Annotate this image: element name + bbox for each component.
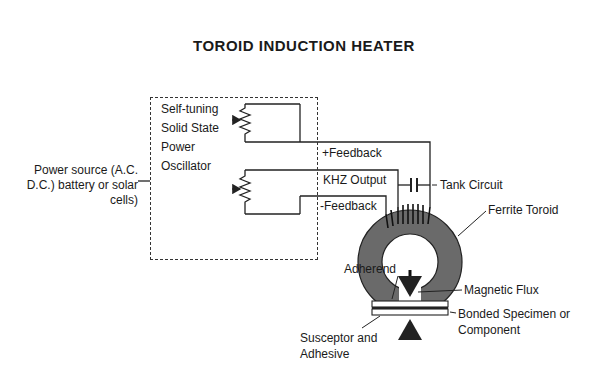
wiper-arrow: [232, 188, 240, 189]
part-name: Susceptor and Adhesive: [300, 330, 380, 362]
adherend: [372, 309, 448, 315]
signal-name: KHZ Output: [323, 173, 386, 188]
feedback-wire: [300, 196, 386, 214]
flux-arrow: [409, 322, 412, 340]
part-name: Ferrite Toroid: [488, 203, 558, 218]
wire: [245, 213, 300, 214]
coil-winding: [386, 204, 430, 228]
capacitor-symbol: [410, 178, 412, 192]
leader-line: [432, 185, 437, 186]
power-source-label: Power source (A.C. D.C.) battery or sola…: [8, 163, 138, 208]
wire: [299, 104, 300, 142]
resistor-symbol: [240, 104, 250, 142]
leader-line: [392, 276, 398, 299]
leader-line: [418, 290, 462, 292]
part-name: Magnetic Flux: [464, 283, 539, 298]
capacitor-symbol: [416, 178, 418, 192]
adherend: [372, 301, 448, 307]
node-text: Self-tuning Solid State Power Oscillator: [161, 100, 233, 176]
diagram-title: TOROID INDUCTION HEATER: [193, 38, 415, 53]
part-name: Adherend: [344, 262, 396, 277]
wire: [417, 184, 430, 185]
oscillator-box: Self-tuning Solid State Power Oscillator: [150, 97, 318, 260]
part-name: Bonded Specimen or Component: [458, 306, 576, 338]
signal-name: +Feedback: [322, 146, 382, 161]
feedback-wire: [245, 142, 430, 207]
leader-line: [362, 316, 380, 328]
flux-arrow: [409, 270, 412, 294]
wire: [245, 103, 300, 104]
wiper-arrow: [232, 119, 240, 120]
part-name: Tank Circuit: [440, 178, 503, 193]
signal-name: -Feedback: [320, 199, 377, 214]
leader-line: [450, 312, 456, 313]
resistor-symbol: [240, 170, 250, 214]
wire: [299, 196, 300, 214]
wire: [398, 184, 411, 185]
leader-line: [458, 211, 486, 236]
supply-wire: [138, 180, 150, 181]
